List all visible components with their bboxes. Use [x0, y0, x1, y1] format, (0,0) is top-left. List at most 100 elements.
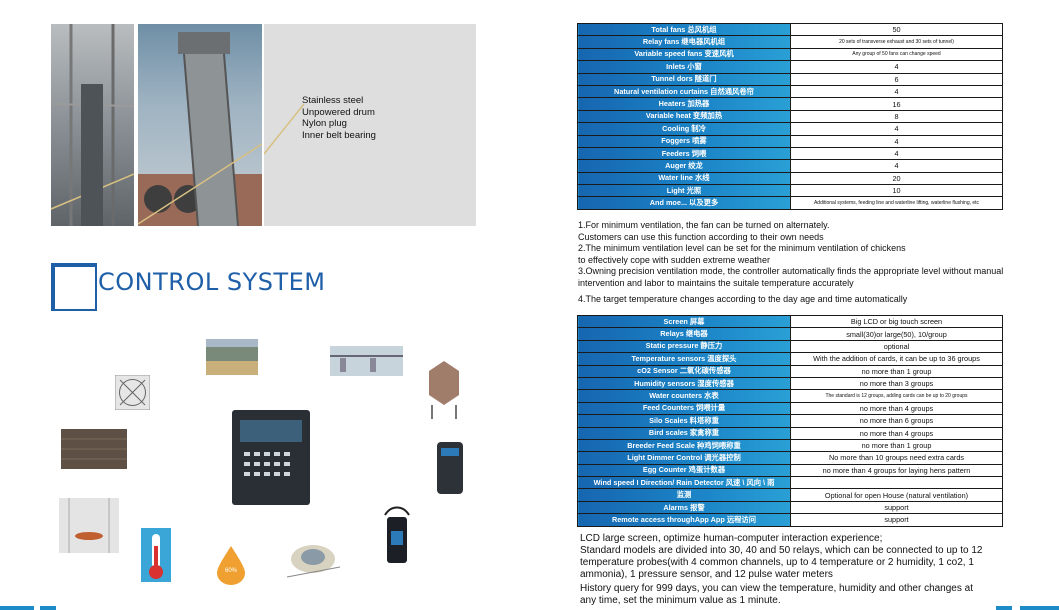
section-heading: CONTROL SYSTEM: [98, 268, 326, 296]
spec-value: 4: [790, 159, 1003, 173]
lcd-description: LCD large screen, optimize human-compute…: [580, 533, 983, 607]
spec-label: Heaters 加热器: [577, 97, 791, 111]
note-line: 1.For minimum ventilation, the fan can b…: [578, 220, 830, 230]
note-line: intervention and labor to maintains the …: [578, 277, 854, 288]
feature-notes: 1.For minimum ventilation, the fan can b…: [578, 220, 1003, 306]
spec-label: Relays 继电器: [577, 327, 791, 341]
spec-value: Additional systems, feeding line and wat…: [790, 196, 1003, 210]
desc-line: History query for 999 days, you can view…: [580, 583, 973, 594]
note-line: Customers can use this function accordin…: [578, 231, 824, 242]
spec-value: 20 sets of transverse exhaust and 30 set…: [790, 35, 1003, 49]
heading-bracket-icon: [51, 263, 95, 309]
spec-value: support: [790, 513, 1003, 527]
spec-label: Relay fans 继电器风机组: [577, 35, 791, 49]
spec-label: Light 光照: [577, 184, 791, 198]
desc-line: ammonia), 1 pressure sensor, and 12 puls…: [580, 569, 833, 580]
exhaust-fan-icon: [114, 374, 151, 411]
spec-label: Light Dimmer Control 调光器控制: [577, 451, 791, 465]
spec-label: Feeders 饲喂: [577, 146, 791, 161]
spec-value: small(30)or large(50), 10/group: [790, 327, 1003, 341]
spec-label: Wind speed I Direction/ Rain Detector 风速…: [577, 476, 791, 490]
spec-value: 4: [790, 134, 1003, 148]
spec-value: optional: [790, 339, 1003, 354]
cooling-pad-photo: [61, 429, 127, 469]
spec-label: Humidity sensors 湿度传感器: [577, 376, 791, 391]
footer-accent-left-2: [40, 606, 56, 610]
climate-controller-device: [232, 410, 310, 505]
humidity-drop-icon: 60%: [214, 544, 248, 586]
spec-value: 10: [790, 184, 1003, 198]
spec-value: 4: [790, 122, 1003, 136]
spec-value: 8: [790, 109, 1003, 124]
spec-value: no more than 4 groups: [790, 401, 1003, 416]
footer-accent-right: [1020, 606, 1059, 610]
spec-value: 4: [790, 84, 1003, 99]
silo-tower-photo: [138, 24, 262, 226]
desc-line: LCD large screen, optimize human-compute…: [580, 533, 883, 544]
spec-value: The standard is 12 groups, adding cards …: [790, 389, 1003, 403]
spec-value: no more than 4 groups: [790, 426, 1003, 440]
spec-label: Inlets 小窗: [577, 60, 791, 74]
desc-line: Standard models are divided into 30, 40 …: [580, 545, 983, 556]
callout-line: Nylon plug: [302, 118, 347, 129]
spec-label: Water counters 水表: [577, 389, 791, 403]
spec-label: Screen 屏幕: [577, 314, 791, 329]
spec-label: 监测: [577, 488, 791, 502]
humidity-drop-label: 60%: [224, 568, 237, 574]
spec-value: [790, 476, 1003, 490]
spec-value: 16: [790, 97, 1003, 111]
spec-label: Water line 水线: [577, 171, 791, 186]
note-line: to effectively cope with sudden extreme …: [578, 254, 770, 265]
spec-value: support: [790, 500, 1003, 515]
spec-label: Static pressure 静压力: [577, 339, 791, 354]
callout-line: Stainless steel: [302, 95, 364, 106]
spec-label: Bird scales 家禽称重: [577, 426, 791, 440]
spec-label: Breeder Feed Scale 种鸡饲喂称重: [577, 438, 791, 453]
spec-value: No more than 10 groups need extra cards: [790, 451, 1003, 465]
callout-line: Unpowered drum: [302, 106, 375, 118]
spec-row: Wind speed I Direction/ Rain Detector 风速…: [577, 476, 1003, 490]
pressure-sensor-photo: [282, 533, 344, 581]
spec-value: 20: [790, 171, 1003, 186]
spec-label: And moe... 以及更多: [577, 196, 791, 210]
spec-value: 50: [790, 22, 1003, 37]
spec-label: Variable speed fans 变速风机: [577, 47, 791, 62]
water-meter-icon: [377, 505, 417, 565]
spec-value: 4: [790, 60, 1003, 74]
spec-label: Foggers 喷雾: [577, 134, 791, 148]
spec-label: Tunnel dors 隧道门: [577, 72, 791, 86]
sensor-module-icon: [435, 440, 465, 496]
spec-label: Variable heat 变频加热: [577, 109, 791, 124]
spec-label: Total fans 总风机组: [577, 22, 791, 37]
callout-line: Inner belt bearing: [302, 129, 376, 141]
spec-label: cO2 Sensor 二氧化碳传感器: [577, 364, 791, 378]
poultry-house-photo: [206, 339, 258, 375]
spec-value: Optional for open House (natural ventila…: [790, 488, 1003, 502]
heading-bracket-frame: [51, 263, 97, 311]
spec-label: Natural ventilation curtains 自然通风卷帘: [577, 84, 791, 99]
thermometer-icon: [141, 528, 171, 582]
spec-value: Any group of 50 fans can change speed: [790, 47, 1003, 62]
